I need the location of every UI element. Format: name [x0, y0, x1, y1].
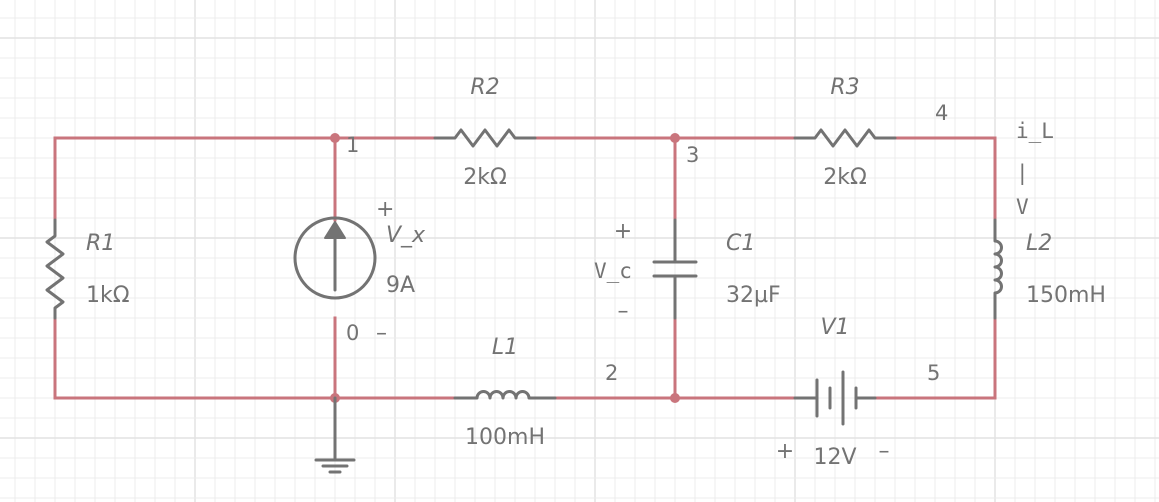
l2-value: 150mH — [1026, 283, 1106, 308]
isrc-value: 9A — [386, 273, 415, 298]
r3-name: R3 — [830, 75, 859, 100]
l2-name: L2 — [1026, 231, 1052, 256]
c1-name: C1 — [726, 231, 755, 256]
resistor-r3[interactable] — [793, 128, 897, 148]
node-label-3: 3 — [686, 143, 699, 167]
c1-plus: + — [614, 219, 632, 244]
isrc-plus: + — [376, 197, 394, 222]
l1-name: L1 — [492, 335, 518, 360]
c1-value: 32µF — [726, 283, 781, 308]
r2-value: 2kΩ — [463, 165, 507, 190]
current-source[interactable] — [293, 216, 377, 300]
c1-minus: – — [618, 299, 629, 324]
junction-node-3[interactable] — [670, 133, 680, 143]
v1-minus: – — [879, 439, 890, 464]
node-label-0: 0 — [346, 321, 359, 345]
node-label-5: 5 — [927, 361, 940, 385]
r1-name: R1 — [86, 231, 115, 256]
l2-current-arrow-head: V — [1016, 195, 1029, 219]
node-label-4: 4 — [935, 101, 948, 125]
v1-name: V1 — [820, 315, 849, 340]
isrc-minus: – — [376, 321, 387, 346]
r1-value: 1kΩ — [86, 283, 130, 308]
l2-current-arrow-shaft: | — [1016, 161, 1029, 186]
node-label-2: 2 — [605, 361, 618, 385]
v1-value: 12V — [813, 445, 856, 470]
wires — [53, 136, 997, 400]
r3-value: 2kΩ — [823, 165, 867, 190]
inductor-l2[interactable] — [993, 218, 1003, 320]
v1-plus: + — [776, 439, 794, 464]
inductor-l1[interactable] — [453, 390, 557, 400]
isrc-voltage-label: V_x — [386, 223, 426, 248]
node-label-1: 1 — [346, 133, 359, 157]
junction-node-1[interactable] — [330, 133, 340, 143]
l1-value: 100mH — [465, 425, 545, 450]
ground-icon[interactable] — [314, 396, 356, 474]
junction-node-2[interactable] — [670, 393, 680, 403]
resistor-r1[interactable] — [45, 218, 65, 320]
voltage-source-v1[interactable] — [793, 370, 877, 426]
l2-current-label: i_L — [1016, 119, 1054, 143]
resistor-r2[interactable] — [433, 128, 537, 148]
c1-voltage-label: V_c — [594, 259, 632, 283]
r2-name: R2 — [470, 75, 499, 100]
capacitor-c1[interactable] — [652, 218, 698, 320]
